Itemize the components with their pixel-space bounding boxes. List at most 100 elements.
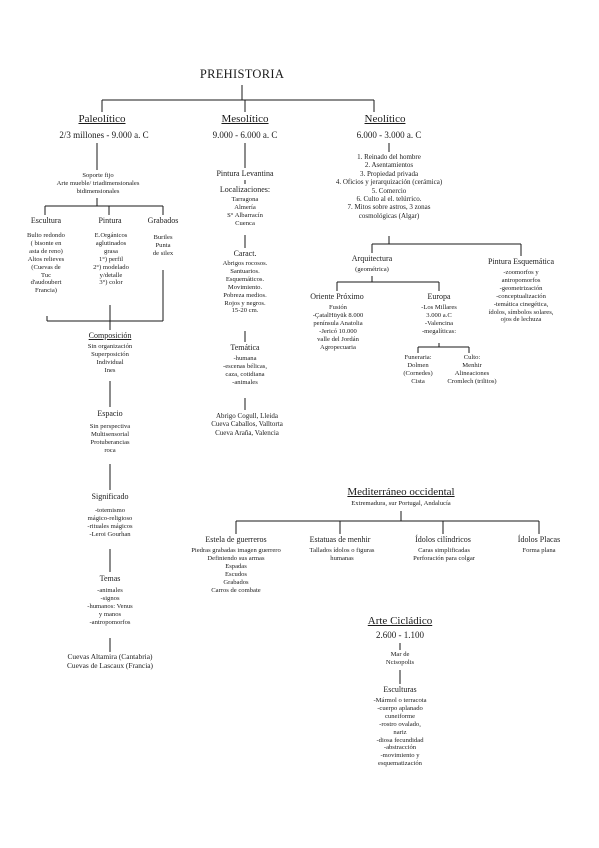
caract-line: Abrigos rocosos. [222, 260, 268, 267]
idolos-cilindricos-title: Ídolos cilíndricos [415, 535, 471, 544]
espacio-line: Multisensorial [90, 430, 130, 438]
escultura-title: Escultura [30, 216, 62, 225]
espacio-line: Protuberancias [90, 438, 130, 446]
estela-line: Espadas [225, 562, 247, 570]
temas-line: -antropomorfos [89, 618, 131, 626]
europa-line: -Los Millares [421, 304, 457, 311]
funeraria-text: Funeraria: Dolmen (Cornedes) Cista [403, 354, 432, 386]
localizacion-line: Tarragona [231, 196, 259, 203]
caract-text: Abrigos rocosos. Santuarios. Esquemático… [223, 260, 268, 315]
caract-line: Movimiento. [227, 283, 263, 291]
estatuas-menhir-title: Estatuas de menhir [309, 535, 371, 544]
neolitico-item: 4. Oficios y jerarquización (cerámica) [335, 178, 443, 187]
pintura-levantina-title: Pintura Levantina [216, 169, 274, 178]
cueva-line: Cuevas Altamira (Cantabria) [67, 652, 153, 661]
oriente-line: -ÇatalHüyük 8.000 [312, 311, 364, 319]
pintura-line: 2°) modelado [93, 263, 129, 271]
escultura-line: d'audoubert [30, 279, 62, 287]
temas-line: -humanos: Venus [87, 602, 133, 610]
escultura-text: Bulto redondo ( bisonte en asta de reno)… [27, 232, 65, 295]
significado-line: -Leroi Gourhan [89, 530, 131, 538]
mar-line: Mar de [390, 651, 410, 658]
estatuas-line: Tallados ídolos o figuras [309, 547, 375, 554]
temas-title: Temas [99, 574, 121, 583]
significado-title: Significado [91, 492, 129, 501]
espacio-line: Sin perspectiva [89, 423, 131, 430]
culto-title: Culto: [463, 354, 481, 361]
significado-text: -totemismo mágico-religioso -rituales má… [87, 507, 132, 539]
mediterraneo-title: Mediterráneo occidental [347, 486, 455, 498]
soporte-line: Soporte fijo [82, 172, 114, 179]
idolos-cil-line: Perforación para colgar [413, 554, 475, 562]
temas-line: -animales [97, 587, 123, 594]
espacio-text: Sin perspectiva Multisensorial Protubera… [90, 423, 130, 455]
paleolitico-dates: 2/3 millones - 9.000 a. C [59, 130, 149, 140]
main-title: PREHISTORIA [199, 67, 285, 81]
localizaciones-text: Tarragona Almería S° Albarracín Cuenca [227, 196, 263, 228]
neolitico-item: 7. Mitos sobre astros, 3 zonas [347, 203, 431, 212]
grabados-line: de silex [152, 249, 174, 257]
arquitectura-title: Arquitectura [351, 254, 393, 263]
esculturas-line: -movimiento y [380, 752, 420, 760]
grabados-title: Grabados [147, 216, 179, 225]
caract-line: 15-20 cm. [231, 307, 259, 315]
pintura-esq-line: ojos de lechuza [500, 316, 542, 324]
idolos-placas-text: Forma plana [522, 547, 555, 555]
mesolitico-lugares: Abrigo Cogull, Lleida Cueva Caballos, Va… [211, 412, 283, 437]
composicion-line: Ines [104, 366, 116, 374]
localizacion-line: Almería [234, 203, 256, 211]
esculturas-line: -diosa fecundidad [376, 736, 424, 744]
significado-line: -rituales mágicos [87, 522, 133, 530]
pintura-line: 3°) color [99, 279, 123, 287]
estela-line: Grabados [223, 578, 249, 586]
neolitico-title: Neolítico [364, 113, 406, 125]
tematica-line: -humana [233, 355, 257, 362]
cueva-line: Cuevas de Lascaux (Francia) [67, 660, 153, 670]
neolitico-list: 1. Reinado del hombre 2. Asentamientos 3… [336, 153, 442, 220]
paleolitico-soporte: Soporte fijo Arte mueble/ triadimensiona… [57, 172, 140, 196]
oriente-line: Agropecuaria [320, 343, 356, 351]
esculturas-line: nariz [393, 728, 407, 736]
temas-line: y manos [98, 610, 122, 618]
pintura-esq-line: -temática cinegética, [493, 300, 549, 308]
mar-line: Ncisopolis [385, 658, 415, 666]
europa-line: -megalíticas: [421, 327, 457, 335]
significado-line: mágico-religioso [87, 514, 133, 522]
esculturas-line: cuneiforme [384, 712, 416, 720]
localizacion-line: Cuenca [235, 219, 255, 227]
composicion-title: Composición [88, 331, 132, 340]
oriente-line: Fusión [329, 304, 347, 311]
arte-cicladico-title: Arte Cicládico [367, 615, 433, 627]
estela-line: Carros de combate [211, 586, 261, 594]
temas-text: -animales -signos -humanos: Venus y mano… [87, 587, 132, 627]
espacio-title: Espacio [97, 409, 123, 418]
arquitectura-sub: (geométrica) [355, 266, 389, 273]
europa-line: 3.000 a.C [426, 311, 452, 319]
europa-line: -Valencina [424, 319, 454, 327]
culto-text: Culto: Menhir Alineaciones Cromlech (tri… [447, 354, 496, 386]
estela-line: Definiendo sus armas [207, 554, 265, 562]
europa-text: -Los Millares 3.000 a.C -Valencina -mega… [421, 304, 457, 336]
oriente-line: -Jericó 10.000 [319, 327, 357, 335]
localizaciones-title: Localizaciones: [219, 185, 271, 194]
idolos-cilindricos-text: Caras simplificadas Perforación para col… [413, 547, 475, 563]
temas-line: -signos [100, 594, 120, 602]
grabados-text: Buriles Punta de silex [153, 234, 173, 258]
pintura-esq-line: ídolos, símbolos solares, [488, 308, 554, 316]
esculturas-line: -cuerpo aplanado [377, 704, 423, 712]
caract-line: Rojos y negros. [224, 299, 266, 307]
esculturas-text: -Mármol o terracota -cuerpo aplanado cun… [373, 697, 426, 768]
soporte-line: Arte mueble/ triadimensionales [56, 179, 140, 187]
idolos-placas-title: Ídolos Placas [517, 535, 561, 544]
estatuas-line: humanas [330, 554, 354, 562]
mar-text: Mar de Ncisopolis [386, 651, 414, 667]
esculturas-line: -Mármol o terracota [373, 697, 427, 704]
caract-title: Caract. [233, 249, 257, 258]
pintura-esq-line: -zoomorfos y [503, 269, 539, 276]
pintura-line: 1°) perfil [98, 255, 124, 263]
escultura-line: Altos relieves [27, 255, 65, 263]
lugar-line: Cueva Caballos, Valltorta [211, 420, 283, 429]
tematica-text: -humana -escenas bélicas, caza, cotidian… [223, 355, 267, 387]
neolitico-item: 5. Comercio [371, 186, 407, 195]
